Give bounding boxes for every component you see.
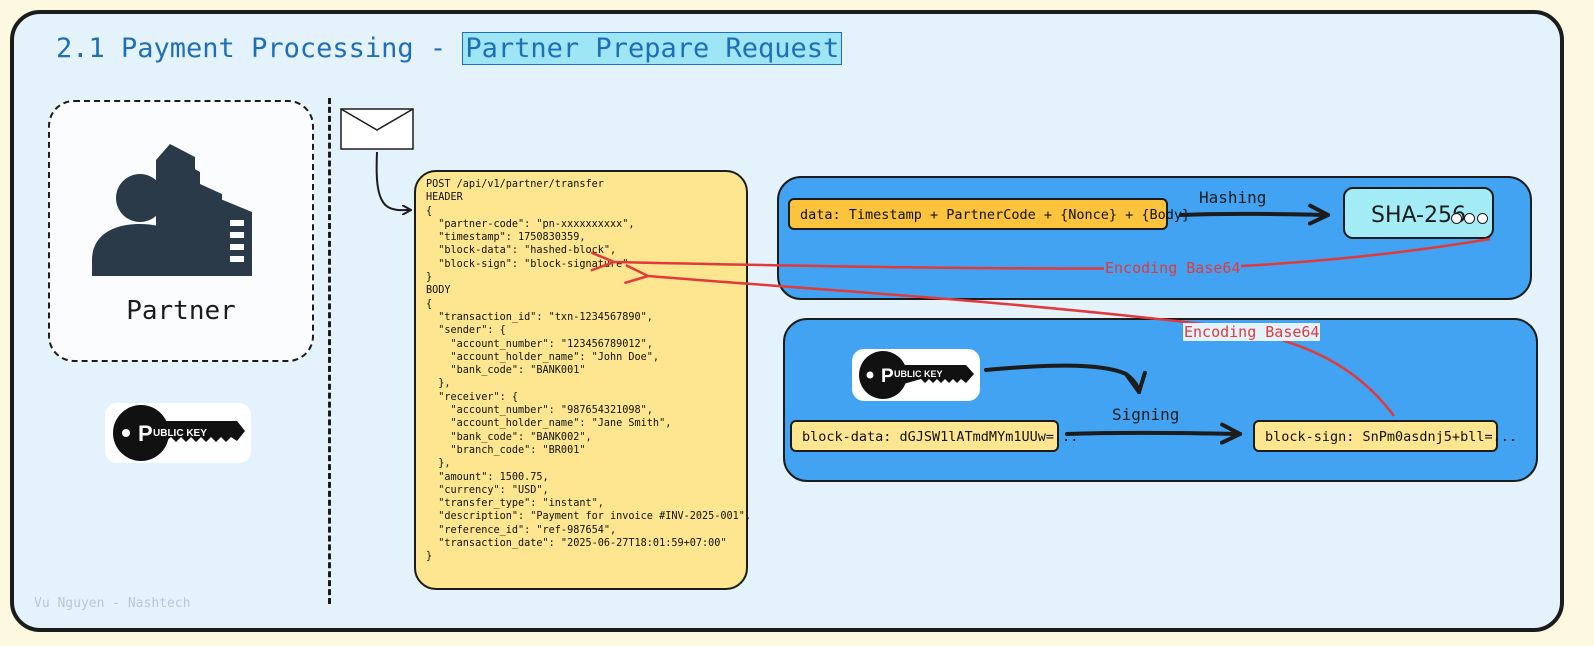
building-person-icon <box>92 144 252 276</box>
code-line: "account_holder_name": "John Doe", <box>426 351 660 363</box>
hashing-label: Hashing <box>1199 188 1267 207</box>
code-line: "transfer_type": "instant", <box>426 498 604 510</box>
code-line: }, <box>426 378 451 390</box>
divider <box>328 98 331 604</box>
code-line: } <box>426 551 433 563</box>
code-line: } <box>426 272 433 284</box>
code-line: POST /api/v1/partner/transfer <box>426 179 604 190</box>
sha256-box: SHA-256 <box>1343 187 1494 239</box>
block-data-pill: block-data: dGJSW1lATmdMYm1UUw=... <box>790 420 1078 452</box>
title-prefix: 2.1 Payment Processing - <box>56 33 463 64</box>
code-line: HEADER <box>426 192 463 204</box>
signing-label: Signing <box>1112 405 1180 424</box>
page-title: 2.1 Payment Processing - Partner Prepare… <box>56 30 843 68</box>
code-line: { <box>426 205 433 217</box>
sha256-label: SHA-256 <box>1370 203 1466 228</box>
code-line: "account_number": "987654321098", <box>426 405 653 417</box>
code-line: "partner-code": "pn-xxxxxxxxxx", <box>426 218 635 230</box>
code-line: "transaction_date": "2025-06-27T18:01:59… <box>426 538 727 550</box>
signing-public-key-badge: P UBLIC KEY <box>852 349 980 401</box>
svg-text:P: P <box>138 421 153 446</box>
code-line: "block-sign": "block-signature" <box>426 258 629 270</box>
public-key-icon: P UBLIC KEY <box>859 351 974 399</box>
public-key-badge: P UBLIC KEY <box>105 403 251 463</box>
public-key-icon: P UBLIC KEY <box>113 405 245 461</box>
envelope-icon <box>340 108 414 150</box>
public-key-text: UBLIC KEY <box>894 369 943 379</box>
code-line: "account_holder_name": "Jane Smith", <box>426 418 672 430</box>
partner-box <box>48 100 314 362</box>
code-line: "block-data": "hashed-block", <box>426 245 617 257</box>
window-dots-icon <box>1449 191 1488 245</box>
partner-label: Partner <box>126 296 236 326</box>
code-line: "timestamp": 1750830359, <box>426 232 586 244</box>
title-highlight: Partner Prepare Request <box>462 32 843 65</box>
svg-text:P: P <box>881 366 894 387</box>
code-line: "amount": 1500.75, <box>426 471 549 483</box>
code-line: }, <box>426 458 451 470</box>
code-line: "sender": { <box>426 325 506 337</box>
public-key-text: UBLIC KEY <box>153 428 207 439</box>
request-code-block: POST /api/v1/partner/transfer HEADER { "… <box>414 170 752 590</box>
code-line: "bank_code": "BANK001" <box>426 365 586 377</box>
encode-sign-label: Encoding Base64 <box>1183 323 1321 341</box>
code-line: "branch_code": "BR001" <box>426 444 586 456</box>
code-line: "currency": "USD", <box>426 484 549 496</box>
encode-hash-label: Encoding Base64 <box>1104 259 1242 277</box>
code-line: "bank_code": "BANK002", <box>426 431 592 443</box>
code-line: { <box>426 298 433 310</box>
code-line: BODY <box>426 285 451 297</box>
code-line: "receiver": { <box>426 391 519 403</box>
code-line: "reference_id": "ref-987654", <box>426 524 617 536</box>
footer-credit: Vu Nguyen - Nashtech <box>34 596 191 611</box>
block-sign-pill: block-sign: SnPm0asdnj5+bll=... <box>1253 420 1517 452</box>
code-line: "description": "Payment for invoice #INV… <box>426 511 752 523</box>
hash-input-pill: data: Timestamp + PartnerCode + {Nonce} … <box>788 198 1190 230</box>
code-line: "transaction_id": "txn-1234567890", <box>426 311 653 323</box>
code-line: "account_number": "123456789012", <box>426 338 653 350</box>
